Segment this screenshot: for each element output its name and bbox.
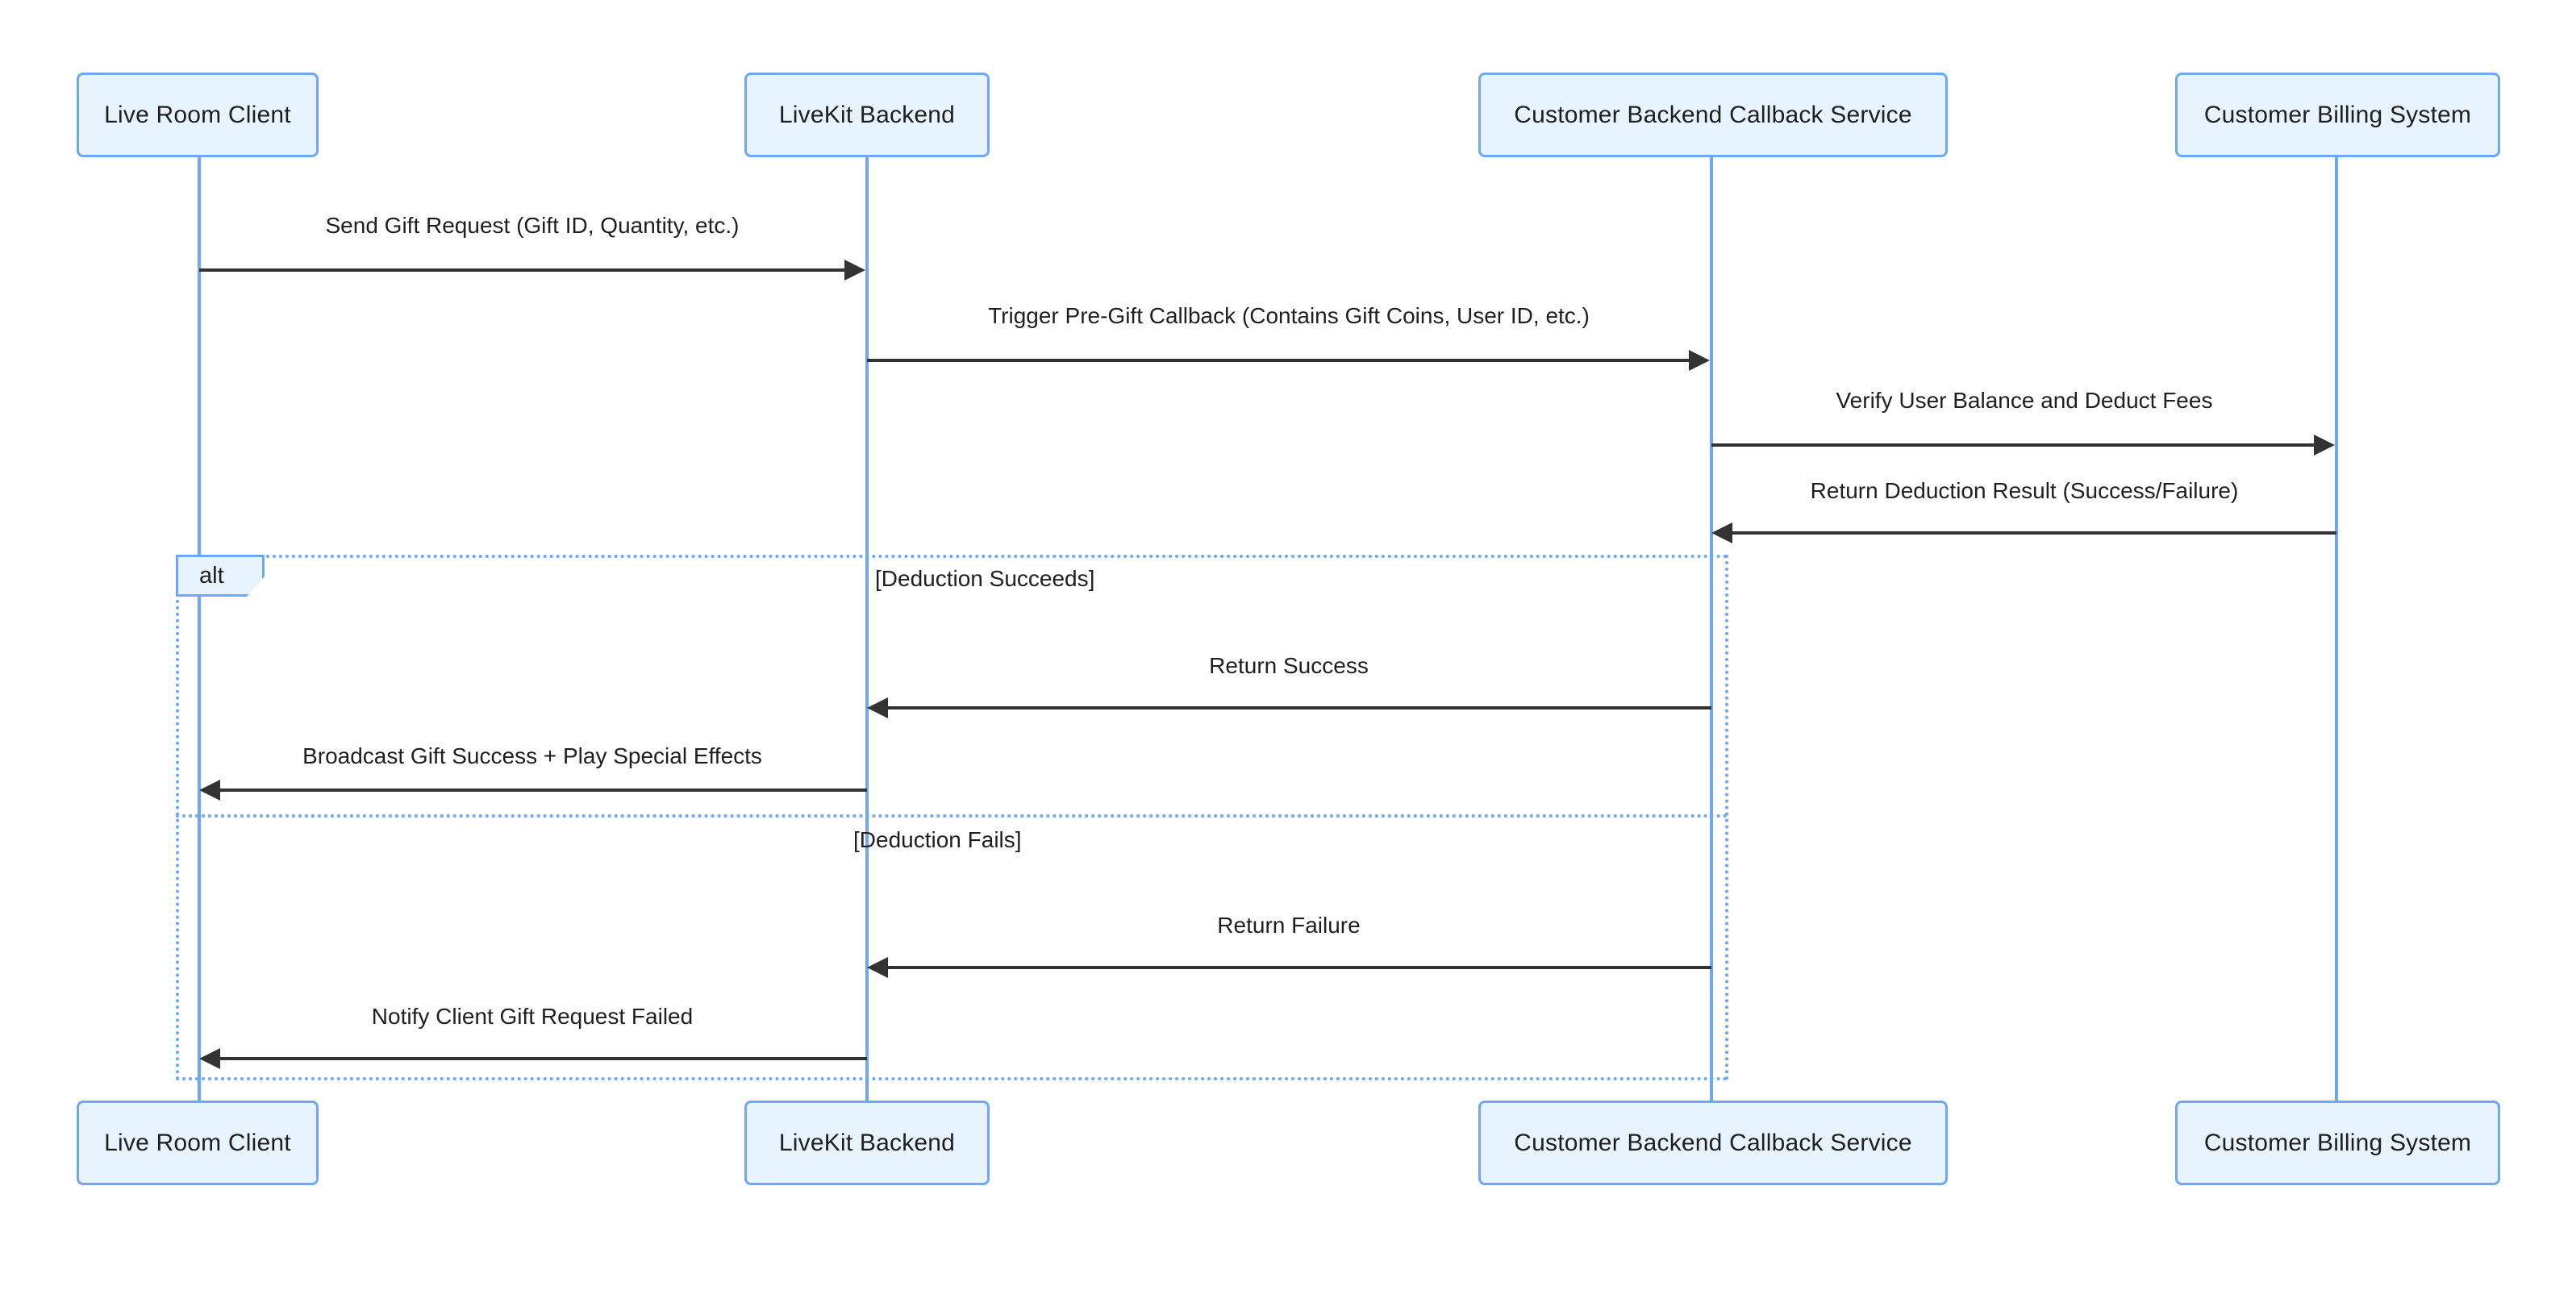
participant-label: Customer Billing System: [2203, 101, 2472, 128]
lifeline-billing: [2335, 157, 2338, 1101]
message-label-1: Send Gift Request (Gift ID, Quantity, et…: [325, 213, 740, 238]
message-arrowhead-6: [199, 780, 220, 801]
participant-label: Customer Billing System: [2203, 1129, 2472, 1156]
participant-label: Live Room Client: [104, 1129, 291, 1156]
message-line-1: [199, 268, 844, 272]
participant-header-callback[interactable]: Customer Backend Callback Service: [1478, 73, 1948, 157]
alt-operator-label: alt: [199, 562, 224, 589]
message-line-2: [867, 359, 1689, 362]
message-label-2: Trigger Pre-Gift Callback (Contains Gift…: [988, 303, 1590, 328]
participant-label: Customer Backend Callback Service: [1514, 1129, 1912, 1156]
message-line-5: [888, 706, 1711, 710]
message-line-3: [1711, 443, 2314, 447]
lifeline-livekit: [865, 157, 869, 1101]
participant-footer-client[interactable]: Live Room Client: [77, 1101, 319, 1185]
message-arrowhead-7: [867, 957, 888, 978]
message-label-4: Return Deduction Result (Success/Failure…: [1810, 478, 2239, 503]
message-arrowhead-4: [1711, 522, 1732, 543]
message-line-7: [888, 966, 1711, 969]
participant-label: LiveKit Backend: [778, 101, 956, 128]
participant-label: LiveKit Backend: [778, 1129, 956, 1156]
alt-condition-1: [Deduction Succeeds]: [875, 566, 1095, 591]
participant-footer-callback[interactable]: Customer Backend Callback Service: [1478, 1101, 1948, 1185]
message-arrowhead-8: [199, 1048, 220, 1069]
message-line-6: [220, 789, 867, 792]
message-label-3: Verify User Balance and Deduct Fees: [1836, 388, 2213, 413]
message-arrowhead-5: [867, 697, 888, 718]
participant-label: Customer Backend Callback Service: [1514, 101, 1912, 128]
lifeline-callback: [1710, 157, 1713, 1101]
participant-header-livekit[interactable]: LiveKit Backend: [744, 73, 990, 157]
message-line-4: [1732, 531, 2336, 535]
participant-label: Live Room Client: [104, 101, 291, 128]
participant-header-billing[interactable]: Customer Billing System: [2175, 73, 2500, 157]
participant-header-client[interactable]: Live Room Client: [77, 73, 319, 157]
alt-fragment-operator-tag: alt: [176, 555, 265, 597]
message-label-8: Notify Client Gift Request Failed: [371, 1004, 694, 1029]
message-arrowhead-3: [2314, 435, 2335, 456]
alt-fragment-frame: [176, 555, 1728, 1080]
message-arrowhead-2: [1689, 350, 1710, 371]
message-arrowhead-1: [844, 260, 865, 281]
message-label-7: Return Failure: [1217, 913, 1361, 938]
alt-fragment-divider: [176, 814, 1728, 818]
message-label-6: Broadcast Gift Success + Play Special Ef…: [302, 743, 762, 768]
alt-condition-2: [Deduction Fails]: [853, 827, 1022, 852]
participant-footer-billing[interactable]: Customer Billing System: [2175, 1101, 2500, 1185]
message-label-5: Return Success: [1209, 653, 1369, 678]
participant-footer-livekit[interactable]: LiveKit Backend: [744, 1101, 990, 1185]
lifeline-client: [198, 157, 201, 1101]
message-line-8: [220, 1057, 867, 1060]
